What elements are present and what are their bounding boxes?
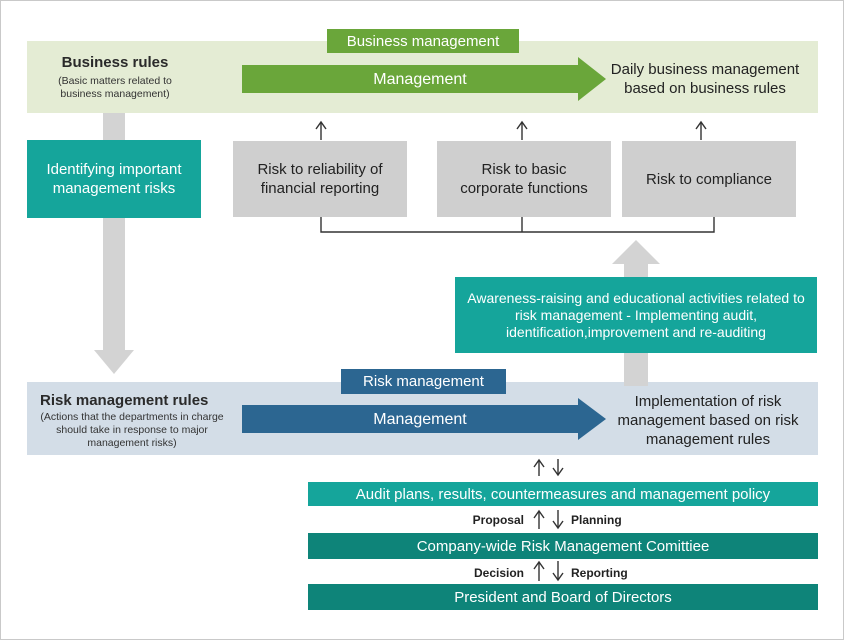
daily-business-management: Daily business management based on busin… [610,61,800,97]
risk-management-rules-title: Risk management rules [40,392,209,409]
business-rules-subtitle: (Basic matters related to business manag… [58,75,172,100]
risk-box-compliance: Risk to compliance [622,141,796,217]
awareness-activities-box: Awareness-raising and educational activi… [455,277,817,353]
president-board-bar: President and Board of Directors [308,584,818,610]
business-rules-title: Business rules [61,53,169,71]
risk-management-rules-subtitle: (Actions that the departments in charge … [40,410,224,449]
proposal-label: Proposal [472,513,524,527]
decision-label: Decision [473,566,524,580]
identifying-risks-box: Identifying important management risks [27,140,201,218]
risk-management-implementation: Implementation of risk management based … [617,392,799,448]
risk-management-arrow-label: Management [373,410,467,428]
business-management-header: Business management [327,29,519,53]
planning-label: Planning [571,513,622,527]
risk-box-financial-reporting: Risk to reliability of financial reporti… [233,141,407,217]
risk-committee-bar: Company-wide Risk Management Comittiee [308,533,818,559]
risk-box-corporate-functions: Risk to basic corporate functions [437,141,611,217]
business-management-arrow-label: Management [373,70,467,88]
reporting-label: Reporting [571,566,628,580]
risk-management-header: Risk management [341,369,506,394]
audit-plans-bar: Audit plans, results, countermeasures an… [308,482,818,506]
